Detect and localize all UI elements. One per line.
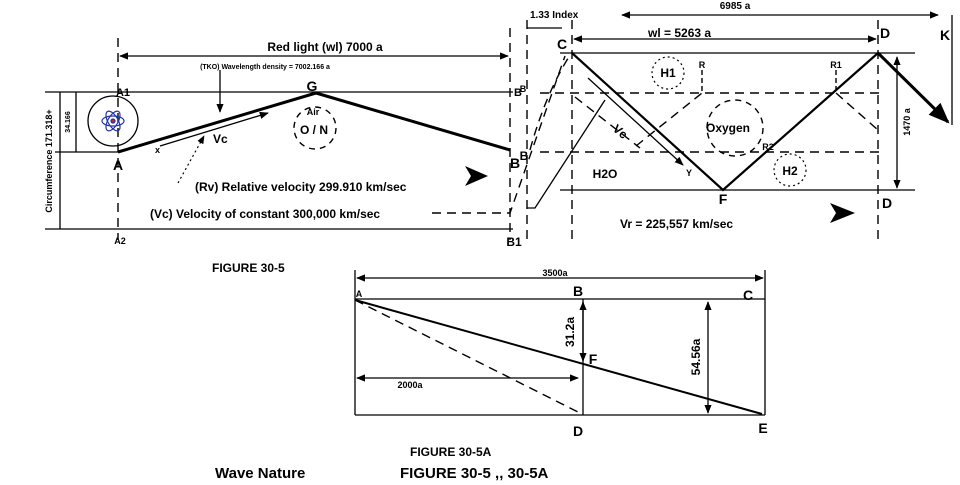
label-b-top: B	[514, 87, 522, 99]
label-a: A	[113, 157, 123, 173]
rv-pointer	[177, 135, 205, 184]
label-c-5a: C	[743, 287, 753, 303]
constant-velocity-leader	[432, 55, 566, 214]
bf-label: 31.2a	[563, 317, 577, 347]
label-b-5a: B	[573, 283, 583, 299]
vc-arrow	[159, 111, 269, 147]
label-d-top: D	[880, 25, 890, 41]
constant-velocity-label: (Vc) Velocity of constant 300,000 km/sec	[150, 207, 380, 221]
label-b: B	[510, 155, 520, 171]
label-h2o: H2O	[593, 167, 618, 181]
wavelength-density-label: (TKO) Wavelength density = 7002.166 a	[200, 64, 330, 71]
atom-icon	[101, 110, 125, 132]
h2-circle	[773, 153, 807, 187]
atom-circle	[87, 95, 139, 147]
h1-circle	[651, 56, 685, 90]
label-r1: R1	[830, 60, 842, 70]
red-light-label: Red light (wl) 7000 a	[267, 40, 383, 54]
label-a1: A1	[116, 87, 130, 99]
label-h2: H2	[782, 164, 798, 178]
label-c: C	[557, 36, 567, 52]
width-label: 3500a	[542, 268, 568, 278]
label-g: G	[307, 78, 318, 94]
total-length-label: 6985 a	[720, 1, 751, 12]
water-direction-arrow-icon	[830, 203, 855, 223]
vr-label: Vr = 225,557 km/sec	[620, 217, 733, 231]
figures-caption: FIGURE 30-5 ,, 30-5A	[400, 465, 549, 482]
label-e-5a: E	[758, 420, 767, 436]
dashed-incident-curve	[529, 54, 571, 151]
figure-30-5a-caption: FIGURE 30-5A	[410, 445, 492, 459]
relative-velocity-label: (Rv) Relative velocity 299.910 km/sec	[195, 180, 407, 194]
label-a2: A2	[114, 236, 126, 246]
vc-arrow-water	[587, 77, 684, 166]
label-d: D	[882, 195, 892, 211]
air-label: Air	[307, 107, 320, 117]
o-n-label: O / N	[300, 123, 328, 137]
label-f: F	[719, 191, 728, 207]
figure-30-5a: 3500a 31.2a 54.56a 2000a A B C D E F FIG…	[354, 268, 768, 459]
label-h1: H1	[660, 66, 676, 80]
figure-30-5-caption: FIGURE 30-5	[212, 261, 285, 275]
label-b1: B1	[506, 235, 522, 249]
exit-arrow	[876, 51, 950, 124]
label-oxygen: Oxygen	[706, 121, 750, 135]
label-d-5a: D	[573, 423, 583, 439]
figure-30-5: Red light (wl) 7000 a (TKO) Wavelength d…	[44, 28, 566, 275]
label-a-5a: A	[356, 289, 363, 299]
label-x: x	[155, 145, 160, 155]
depth-label: 1470 a	[902, 107, 912, 136]
half-label: 2000a	[397, 380, 423, 390]
wl-label: wl = 5263 a	[647, 26, 711, 40]
water-figure: 1.33 Index 6985 a wl = 5263 a 1470 a C D…	[520, 1, 953, 240]
label-b-water: B	[520, 149, 529, 163]
direction-arrow-icon	[465, 166, 488, 186]
refracted-wave-path	[571, 52, 879, 192]
dashed-reflection-1	[574, 96, 641, 149]
label-r2: R2	[762, 142, 774, 152]
air-circle	[293, 106, 337, 150]
label-f-5a: F	[589, 351, 598, 367]
radius-label: 34.166	[65, 111, 72, 133]
wave-path	[117, 91, 511, 154]
ae-line	[354, 299, 763, 415]
label-vc: Vc	[213, 132, 228, 146]
ad-dashed-line	[354, 299, 579, 413]
label-r: R	[699, 60, 706, 70]
label-b-top-water: B	[520, 84, 527, 94]
oxygen-circle	[706, 99, 764, 157]
label-y: Y	[686, 168, 692, 178]
dashed-reflection-3	[835, 92, 879, 131]
circumference-label: Circumference 171.318+	[44, 109, 54, 212]
label-k: K	[940, 27, 950, 43]
wave-nature-title: Wave Nature	[215, 465, 305, 482]
incident-thin-line	[527, 99, 606, 209]
ce-label: 54.56a	[689, 338, 703, 375]
index-label: 1.33 Index	[530, 10, 579, 21]
